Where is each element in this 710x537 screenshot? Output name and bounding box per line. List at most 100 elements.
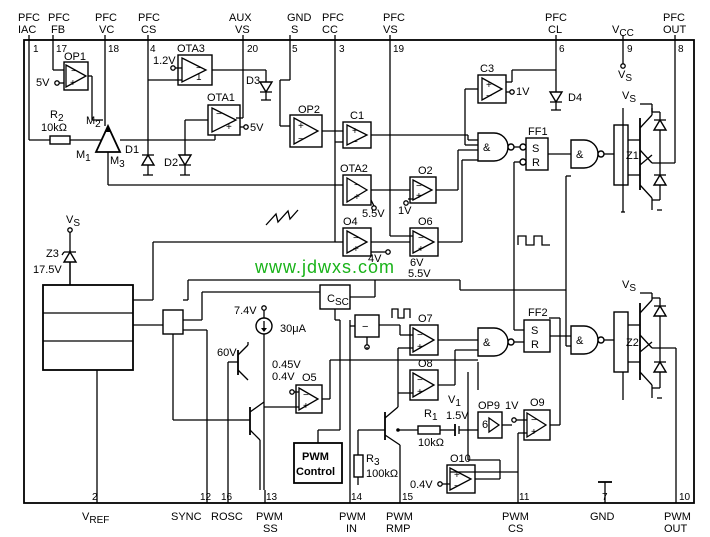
square-wave-icon [517, 235, 550, 246]
ota1-amplifier: −+ OTA1 [207, 92, 241, 136]
vref-wiring [69, 241, 335, 490]
multiplier-block: M2 M1 M3 [76, 115, 125, 170]
watermark: www.jdwxs.com [254, 257, 395, 277]
o4-ref-voltage: 4V [368, 253, 382, 265]
z2-output-stage: Z2 [613, 297, 677, 490]
pin-4-number: 4 [150, 44, 156, 55]
m1-label: M1 [76, 149, 91, 164]
svg-text:1: 1 [196, 72, 202, 83]
c1-comparator: +− C1 [342, 110, 372, 149]
svg-text:+: + [354, 192, 360, 203]
ff1-flipflop: S R FF1 [519, 126, 549, 171]
ic-outline [23, 39, 695, 504]
pin-gnd-label: GND [590, 511, 615, 523]
svg-text:VS: VS [622, 279, 636, 294]
pin-pwm-ss-l1: PWM [256, 511, 283, 523]
o4-label: O4 [343, 216, 358, 228]
o10-comparator: +− O10 [446, 453, 476, 494]
pin-rosc-label: ROSC [211, 511, 243, 523]
pin-vcc-label: VCC [612, 24, 634, 39]
pin-6-number: 6 [559, 44, 565, 55]
pin-pfc-iac-l2: IAC [18, 24, 36, 36]
bottom-pin-ticks [96, 482, 677, 503]
d4-label: D4 [568, 92, 582, 104]
o2-wiring [403, 149, 478, 206]
m2-label: M2 [86, 115, 101, 130]
op9-amplifier: 6 OP9 [477, 400, 503, 439]
r2-resistor [49, 135, 71, 145]
svg-text:+: + [454, 470, 460, 481]
svg-text:+: + [417, 387, 423, 398]
pin-pwm-out-l1: PWM [664, 511, 691, 523]
o6-comparator: −+ O6 [409, 216, 439, 257]
pin-5-number: 5 [292, 44, 298, 55]
svg-text:−: − [531, 415, 537, 426]
pin-pfc-fb-l2: FB [51, 24, 65, 36]
and-gate-3: & [477, 327, 515, 357]
op1-amplifier: −+ OP1 [63, 51, 89, 91]
pin-10-number: 10 [679, 492, 691, 503]
d1-d2-diodes: D2 [140, 40, 193, 176]
pin-17-number: 17 [56, 44, 68, 55]
pin-pfc-vs-l2: VS [383, 24, 398, 36]
svg-text:−: − [418, 233, 424, 244]
pwm-in-stage: R3 100kΩ [349, 320, 418, 490]
o9-comparator: −+ O9 [523, 397, 551, 441]
svg-text:+: + [531, 427, 537, 438]
o8-label: O8 [418, 358, 433, 370]
z3-value: 17.5V [33, 264, 62, 276]
svg-text:S: S [531, 325, 538, 337]
d3-diode: D3 [243, 69, 274, 101]
pin-11-number: 11 [519, 492, 530, 503]
pin-pfc-iac-l1: PFC [18, 12, 40, 24]
svg-text:−: − [298, 134, 304, 145]
svg-text:+: + [353, 244, 359, 255]
pwm-control-wiring [317, 319, 341, 443]
pin-pwm-cs-l1: PWM [502, 511, 529, 523]
r2-value: 10kΩ [41, 122, 67, 134]
svg-text:−: − [353, 233, 359, 244]
o6-label: O6 [418, 216, 433, 228]
pin-pfc-cc-l2: CC [322, 24, 338, 36]
pin-pwm-out-l2: OUT [664, 523, 688, 535]
r3-label: R3 [366, 453, 380, 468]
ff2-flipflop: S R FF2 [523, 307, 551, 353]
pin-1-number: 1 [33, 44, 39, 55]
o2-comparator: −+ O2 [409, 165, 437, 204]
ota1-wiring [184, 117, 249, 140]
c3-label: C3 [480, 63, 494, 75]
svg-text:+: + [226, 122, 232, 133]
osc-60v-label: 60V [217, 347, 237, 359]
ss-current-source: 7.4V 30μA [234, 305, 307, 490]
r3-value: 100kΩ [366, 468, 398, 480]
svg-text:−: − [71, 66, 77, 77]
pin-pfc-vc-l2: VC [99, 24, 114, 36]
ota1-ref-voltage: 5V [250, 122, 264, 134]
osc-transistor-60v: 60V [217, 342, 249, 490]
op1-wiring [28, 40, 103, 141]
o2-ref-voltage: 1V [398, 205, 412, 217]
o9-label: O9 [530, 397, 545, 409]
d1-label: D1 [125, 144, 139, 156]
o5-label: O5 [302, 372, 317, 384]
pin-18-number: 18 [108, 44, 120, 55]
pin-pfc-cc-l1: PFC [322, 12, 344, 24]
pin-pfc-cl-l2: CL [548, 24, 562, 36]
svg-text:&: & [483, 142, 491, 154]
pin-vref-label: VREF [82, 511, 109, 526]
top-pin-labels: PFC IAC 1 PFC FB 17 PFC VC 18 PFC CS 4 A… [18, 12, 687, 55]
op9-o9-wiring [475, 317, 561, 490]
pin-pwm-ss-l2: SS [263, 523, 278, 535]
op1-label: OP1 [64, 51, 86, 63]
d2-label: D2 [164, 157, 178, 169]
pin-pfc-vs-l1: PFC [383, 12, 405, 24]
svg-text:−: − [417, 330, 423, 341]
svg-text:−: − [362, 321, 368, 333]
svg-text:R: R [532, 157, 540, 169]
ota3-ref-voltage: 1.2V [153, 55, 176, 67]
pin-pfc-vc-l1: PFC [95, 12, 117, 24]
o5-ref1: 0.45V [272, 359, 301, 371]
osc-wiring [133, 279, 460, 490]
ota2-amplifier: −+ OTA2 [340, 163, 372, 206]
op2-label: OP2 [298, 104, 320, 116]
